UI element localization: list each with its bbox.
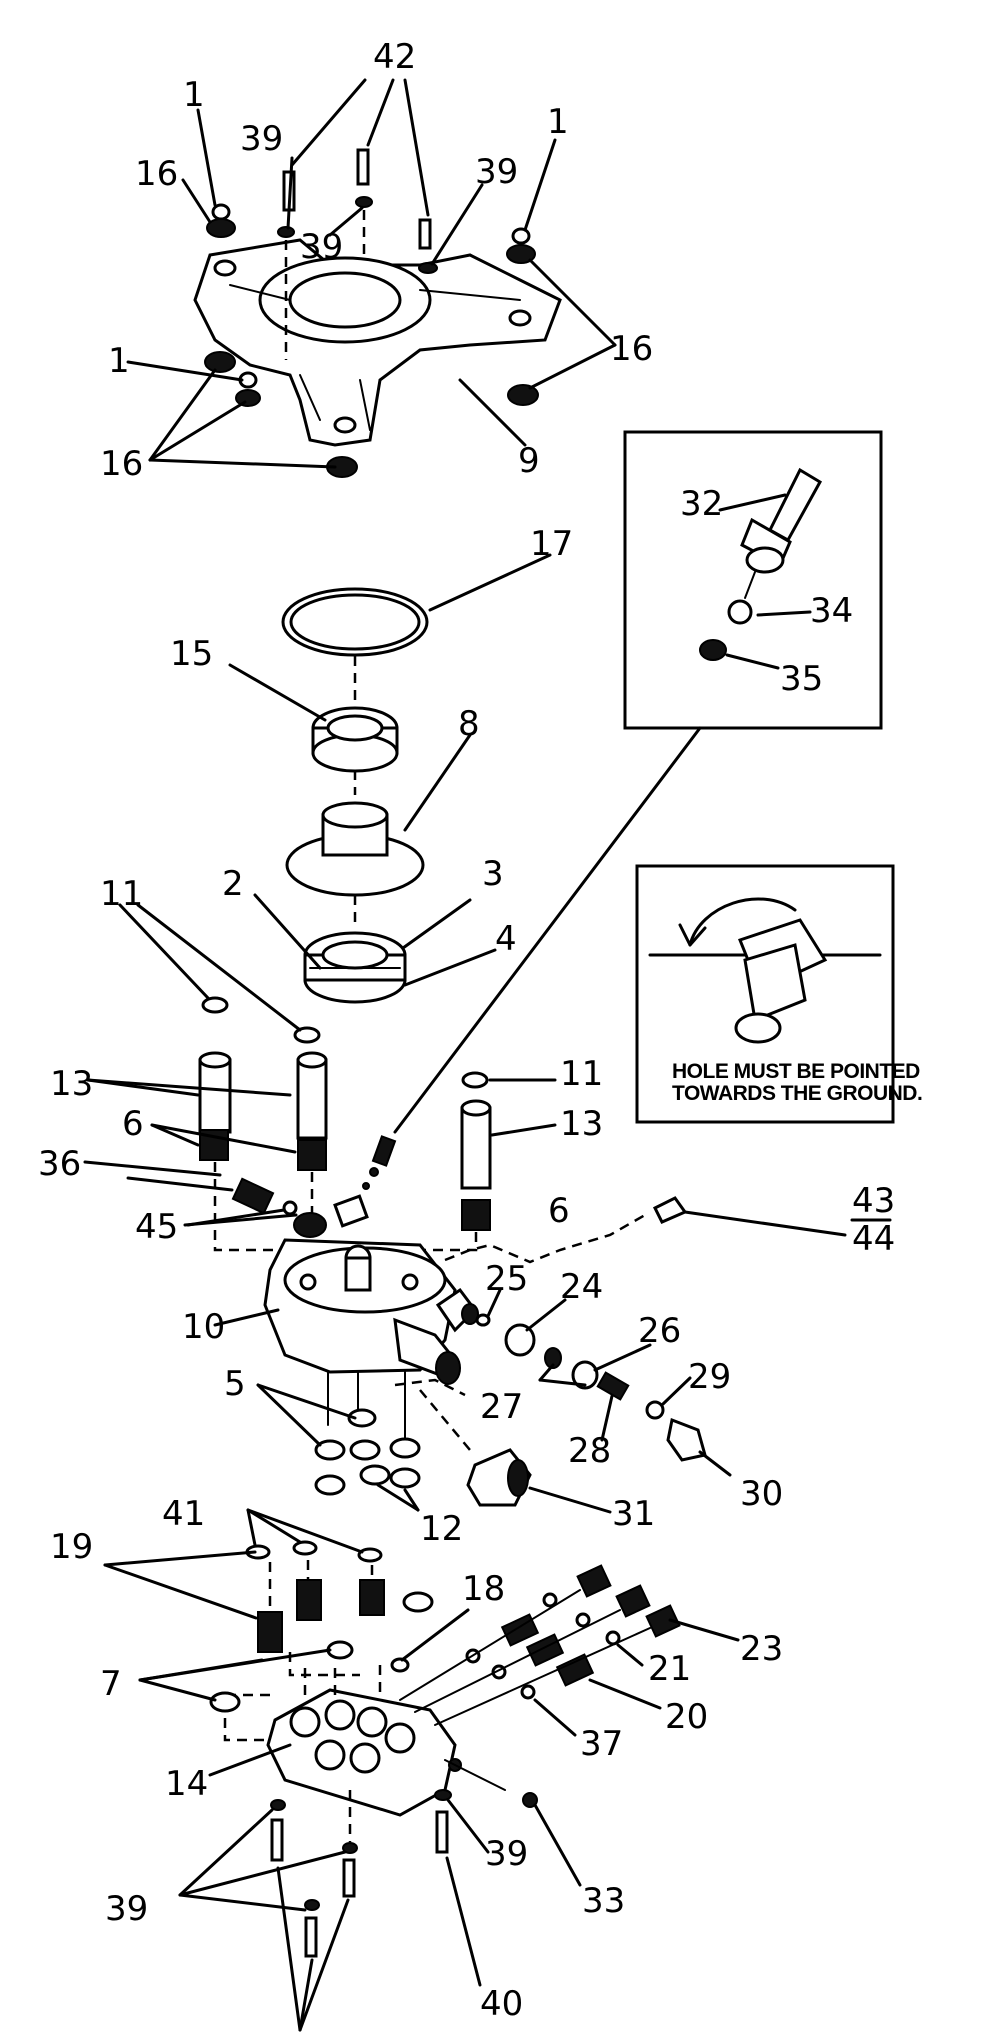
pump-manifold — [231, 1135, 479, 1385]
orientation-note-line1: HOLE MUST BE POINTED — [672, 1060, 920, 1083]
label-28: 28 — [568, 1431, 611, 1471]
label-43: 43 — [852, 1181, 895, 1221]
label-15: 15 — [170, 634, 213, 674]
label-19: 19 — [50, 1527, 93, 1567]
label-8: 8 — [458, 704, 480, 744]
washer-sets-5-12 — [256, 1371, 421, 1512]
top-leaders — [126, 108, 617, 469]
unloader-leaders — [486, 1288, 732, 1514]
label-2: 2 — [222, 864, 244, 904]
valve-block — [223, 1665, 538, 1817]
label-11-a: 11 — [100, 874, 143, 914]
label-1-top-right: 1 — [547, 102, 569, 142]
label-39-d: 39 — [485, 1834, 528, 1874]
label-13-b: 13 — [560, 1104, 603, 1144]
label-16-b: 16 — [610, 329, 653, 369]
center-leaders — [228, 553, 552, 987]
label-14: 14 — [165, 1764, 208, 1804]
screw-42-set — [282, 78, 432, 250]
label-3: 3 — [482, 854, 504, 894]
flange-housing — [193, 238, 562, 447]
orientation-note-line2: TOWARDS THE GROUND. — [672, 1082, 922, 1105]
label-35: 35 — [780, 659, 823, 699]
label-21: 21 — [648, 1649, 691, 1689]
label-40: 40 — [480, 1984, 523, 2024]
label-25: 25 — [485, 1259, 528, 1299]
label-13-a: 13 — [50, 1064, 93, 1104]
bottom-left-leaders — [103, 1508, 470, 1777]
label-6-a: 6 — [122, 1104, 144, 1144]
label-11-b: 11 — [560, 1054, 603, 1094]
label-5: 5 — [224, 1364, 246, 1404]
label-1-top-left: 1 — [183, 75, 205, 115]
label-37: 37 — [580, 1724, 623, 1764]
label-45: 45 — [135, 1207, 178, 1247]
label-26: 26 — [638, 1311, 681, 1351]
label-32: 32 — [680, 484, 723, 524]
valve-springs — [209, 1540, 434, 1713]
label-44: 44 — [852, 1219, 895, 1259]
plunger-cylinders — [198, 996, 492, 1252]
part-number-labels: 42 1 1 39 39 39 16 16 1 16 9 32 34 35 17… — [38, 37, 895, 2024]
top-washers — [204, 196, 539, 478]
valve-plugs — [399, 1564, 740, 1737]
label-41: 41 — [162, 1494, 205, 1534]
inset-fitting-box — [623, 430, 883, 730]
manifold-leaders — [126, 1176, 286, 1327]
label-9: 9 — [518, 441, 540, 481]
label-24: 24 — [560, 1267, 603, 1307]
label-33: 33 — [582, 1881, 625, 1921]
label-18: 18 — [462, 1569, 505, 1609]
label-42: 42 — [373, 37, 416, 77]
label-6-b: 6 — [548, 1191, 570, 1231]
label-29: 29 — [688, 1357, 731, 1397]
label-39-b: 39 — [475, 152, 518, 192]
center-stack — [281, 587, 429, 1004]
label-16-a: 16 — [135, 154, 178, 194]
label-7: 7 — [100, 1664, 122, 1704]
label-31: 31 — [612, 1494, 655, 1534]
label-12: 12 — [420, 1509, 463, 1549]
label-39-e: 39 — [105, 1889, 148, 1929]
label-20: 20 — [665, 1697, 708, 1737]
unloader-parts — [394, 1196, 847, 1507]
label-34: 34 — [810, 591, 853, 631]
label-39-c: 39 — [300, 227, 343, 267]
label-16-c: 16 — [100, 444, 143, 484]
inset-orientation-box: HOLE MUST BE POINTED TOWARDS THE GROUND. — [635, 864, 923, 1124]
label-39-a: 39 — [240, 119, 283, 159]
label-36: 36 — [38, 1144, 81, 1184]
label-10: 10 — [182, 1307, 225, 1347]
inset-leader — [393, 726, 702, 1134]
bottom-bolts — [178, 1789, 582, 2032]
cylinder-leaders — [83, 903, 557, 1227]
label-17: 17 — [530, 524, 573, 564]
label-27: 27 — [480, 1387, 523, 1427]
label-30: 30 — [740, 1474, 783, 1514]
label-23: 23 — [740, 1629, 783, 1669]
label-4: 4 — [495, 919, 517, 959]
label-1-left: 1 — [108, 341, 130, 381]
